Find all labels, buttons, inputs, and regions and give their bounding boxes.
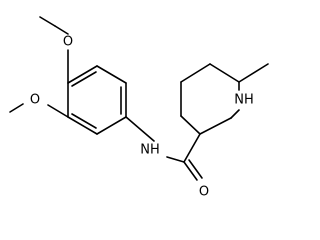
aromatic-bond: [67, 65, 98, 84]
methoxy-top: [39, 16, 69, 84]
aromatic-double-bond-inner: [71, 71, 97, 87]
oxygen-methyl-bond: [9, 103, 24, 113]
carbonyl-double-bond: [183, 161, 198, 181]
nitrogen-carbonyl-bond: [166, 156, 185, 163]
ring-bond: [180, 115, 201, 135]
methyl-bond: [39, 16, 56, 27]
carbonyl-oxygen-label: O: [199, 185, 209, 200]
benzene-ring: [67, 65, 127, 135]
aryl-oxygen-bond: [47, 104, 69, 118]
carbonyl-ring-bond: [183, 133, 201, 163]
methoxy-oxygen-label-top: O: [63, 35, 73, 50]
aromatic-double-bond-inner: [71, 113, 97, 129]
aromatic-bond: [96, 116, 127, 135]
amide-linker: [125, 116, 203, 181]
structural-formula: O O NH NH O: [9, 16, 269, 200]
ring-bond: [180, 63, 211, 83]
ring-bond-from-nitrogen: [230, 109, 240, 119]
ring-bond: [199, 117, 232, 135]
methyl-bond: [238, 63, 269, 83]
ring-nitrogen-label: NH: [234, 93, 254, 108]
oxygen-methyl-bond: [54, 25, 69, 35]
piperidine-ring: [180, 63, 269, 135]
methoxy-left: [9, 103, 69, 118]
aryl-nitrogen-bond: [125, 116, 155, 142]
amide-nitrogen-label: NH: [140, 143, 160, 158]
carbonyl-double-bond-second: [188, 159, 203, 179]
aromatic-bond: [96, 65, 127, 84]
ring-bond: [209, 63, 240, 83]
methoxy-oxygen-label-left: O: [30, 93, 40, 108]
aromatic-bond: [67, 116, 98, 135]
